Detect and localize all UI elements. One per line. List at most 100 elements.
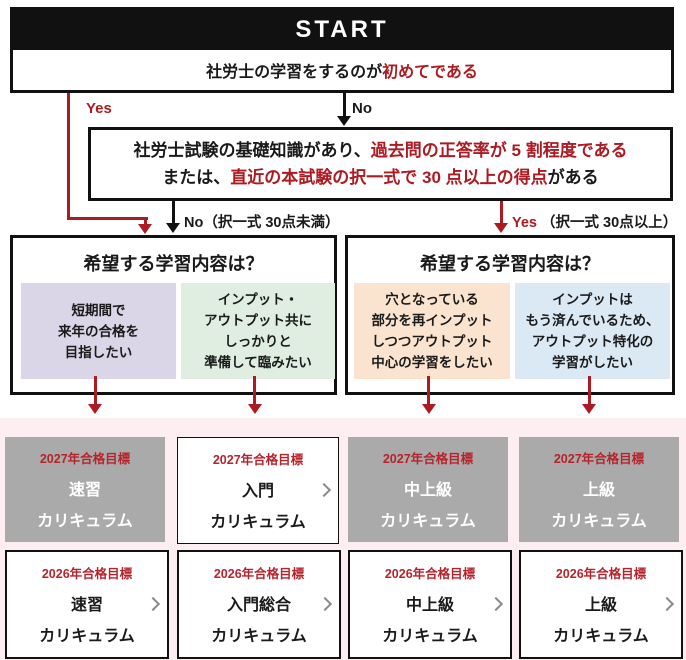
card-year: 2026年合格目標 bbox=[555, 567, 647, 581]
card-suffix: カリキュラム bbox=[380, 513, 476, 530]
card-2026-sokushu[interactable]: 2026年合格目標 速習 カリキュラム bbox=[5, 550, 169, 659]
option-line: 来年の合格を bbox=[58, 323, 139, 339]
chevron-right-icon bbox=[145, 596, 161, 611]
card-suffix: カリキュラム bbox=[382, 628, 478, 645]
card-suffix: カリキュラム bbox=[210, 514, 306, 531]
option-line: 短期間で bbox=[71, 302, 126, 318]
chevron-right-icon bbox=[317, 596, 333, 611]
start-question-box: START 社労士の学習をするのが初めてである bbox=[10, 7, 674, 93]
option-reinput-output: 穴となっている 部分を再インプット しつつアウトプット 中心の学習をしたい bbox=[354, 283, 510, 379]
card-2026-nyumon-sogo[interactable]: 2026年合格目標 入門総合 カリキュラム bbox=[177, 550, 341, 659]
chevron-right-icon bbox=[659, 596, 675, 611]
branch-yes-label: Yes （択一式 30点以上） bbox=[512, 211, 677, 232]
option-line: インプット・ bbox=[217, 292, 299, 307]
card-name: 上級 bbox=[582, 482, 615, 499]
yes-label: Yes bbox=[86, 100, 112, 117]
card-suffix: カリキュラム bbox=[551, 513, 647, 530]
left-choice-title: 希望する学習内容は？ bbox=[83, 254, 264, 274]
card-year: 2027年合格目標 bbox=[212, 453, 304, 467]
card-2027-chujokyu: 2027年合格目標 中上級 カリキュラム bbox=[348, 437, 508, 542]
card-2027-jokyu: 2027年合格目標 上級 カリキュラム bbox=[519, 437, 679, 542]
branch-yes-word: Yes bbox=[512, 215, 537, 231]
card-name: 中上級 bbox=[405, 597, 454, 614]
card-2026-jokyu[interactable]: 2026年合格目標 上級 カリキュラム bbox=[519, 550, 683, 659]
right-choice-box: 希望する学習内容は？ 穴となっている 部分を再インプット しつつアウトプット 中… bbox=[345, 235, 675, 395]
option-line: 目指したい bbox=[64, 344, 133, 360]
option-output-focused: インプットは もう済んでいるため、 アウトプット特化の 学習がしたい bbox=[515, 283, 670, 379]
result-arrowhead-icon bbox=[422, 404, 436, 414]
option-line: しっかりと bbox=[224, 334, 292, 349]
card-name: 中上級 bbox=[403, 482, 452, 499]
result-arrow-line bbox=[427, 376, 430, 405]
card-2027-sokushu: 2027年合格目標 速習 カリキュラム bbox=[5, 437, 165, 542]
start-label: START bbox=[295, 15, 389, 43]
card-suffix: カリキュラム bbox=[211, 628, 307, 645]
option-line: インプットは bbox=[552, 292, 633, 307]
result-arrowhead-icon bbox=[248, 404, 262, 414]
branch-no-note: （択一式 30点未満） bbox=[203, 215, 340, 231]
card-suffix: カリキュラム bbox=[37, 513, 133, 530]
yes-connector-line bbox=[67, 93, 70, 220]
option-line: 学習がしたい bbox=[552, 355, 633, 370]
card-name: 速習 bbox=[68, 482, 101, 499]
no-arrowhead-icon bbox=[337, 116, 351, 126]
result-arrow-line bbox=[94, 376, 97, 405]
option-line: もう済んでいるため、 bbox=[525, 313, 660, 328]
option-line: しつつアウトプット bbox=[371, 334, 493, 349]
q2-line2-black-end: がある bbox=[547, 168, 599, 187]
q2-line2-red: 直近の本試験の択一式で 30 点以上の得点 bbox=[230, 168, 548, 187]
card-name: 入門総合 bbox=[226, 597, 291, 614]
card-name: 上級 bbox=[584, 597, 617, 614]
q2-line1-black: 社労士試験の基礎知識があり、 bbox=[133, 141, 371, 160]
right-choice-title: 希望する学習内容は？ bbox=[420, 254, 600, 274]
result-arrowhead-icon bbox=[582, 404, 596, 414]
card-suffix: カリキュラム bbox=[553, 628, 649, 645]
option-thorough-prep: インプット・ アウトプット共に しっかりと 準備して臨みたい bbox=[181, 283, 335, 379]
left-choice-box: 希望する学習内容は？ 短期間で 来年の合格を 目指したい インプット・ アウトプ… bbox=[10, 235, 337, 395]
card-year: 2026年合格目標 bbox=[41, 567, 133, 581]
no-connector-line bbox=[343, 93, 346, 117]
option-line: 中心の学習をしたい bbox=[371, 355, 493, 370]
result-arrow-line bbox=[253, 376, 256, 405]
yes-connector-line bbox=[67, 217, 148, 220]
q2-line2-black: または、 bbox=[162, 168, 231, 187]
card-year: 2027年合格目標 bbox=[553, 452, 645, 466]
card-year: 2027年合格目標 bbox=[39, 452, 131, 466]
card-year: 2026年合格目標 bbox=[213, 567, 305, 581]
option-line: アウトプット特化の bbox=[531, 334, 654, 349]
option-line: 準備して臨みたい bbox=[204, 355, 312, 370]
card-2027-nyumon[interactable]: 2027年合格目標 入門 カリキュラム bbox=[177, 437, 339, 544]
branch-no-arrowhead-icon bbox=[166, 223, 180, 233]
branch-yes-arrowhead-icon bbox=[494, 223, 508, 233]
yes-connector-line bbox=[144, 217, 147, 225]
knowledge-question-box: 社労士試験の基礎知識があり、過去問の正答率が 5 割程度である または、直近の本… bbox=[88, 127, 673, 201]
chevron-right-icon bbox=[488, 596, 504, 611]
chevron-right-icon bbox=[316, 482, 332, 497]
question-first-time: 社労士の学習をするのが初めてである bbox=[13, 50, 671, 90]
start-banner: START bbox=[12, 9, 672, 50]
branch-no-word: No bbox=[184, 215, 204, 231]
card-name: 速習 bbox=[70, 597, 103, 614]
q2-line1: 社労士試験の基礎知識があり、過去問の正答率が 5 割程度である bbox=[133, 137, 627, 164]
q1-highlight: 初めてである bbox=[382, 64, 478, 81]
option-line: アウトプット共に bbox=[204, 313, 312, 328]
q2-line1-red: 過去問の正答率が 5 割程度である bbox=[370, 141, 628, 160]
branch-no-label: No（択一式 30点未満） bbox=[184, 211, 340, 232]
card-year: 2026年合格目標 bbox=[384, 567, 476, 581]
result-arrow-line bbox=[588, 376, 591, 405]
option-line: 穴となっている bbox=[385, 292, 479, 307]
option-short-term-pass: 短期間で 来年の合格を 目指したい bbox=[21, 283, 176, 379]
option-line: 部分を再インプット bbox=[371, 313, 493, 328]
card-suffix: カリキュラム bbox=[39, 628, 135, 645]
q2-line2: または、直近の本試験の択一式で 30 点以上の得点がある bbox=[162, 164, 598, 191]
card-2026-chujokyu[interactable]: 2026年合格目標 中上級 カリキュラム bbox=[348, 550, 512, 659]
result-arrowhead-icon bbox=[88, 404, 102, 414]
card-name: 入門 bbox=[241, 483, 274, 500]
yes-arrowhead-icon bbox=[138, 224, 152, 234]
q1-text: 社労士の学習をするのが bbox=[206, 64, 383, 81]
no-label: No bbox=[352, 100, 372, 117]
card-year: 2027年合格目標 bbox=[382, 452, 474, 466]
branch-yes-note: （択一式 30点以上） bbox=[541, 215, 678, 231]
branch-no-line bbox=[172, 201, 175, 224]
